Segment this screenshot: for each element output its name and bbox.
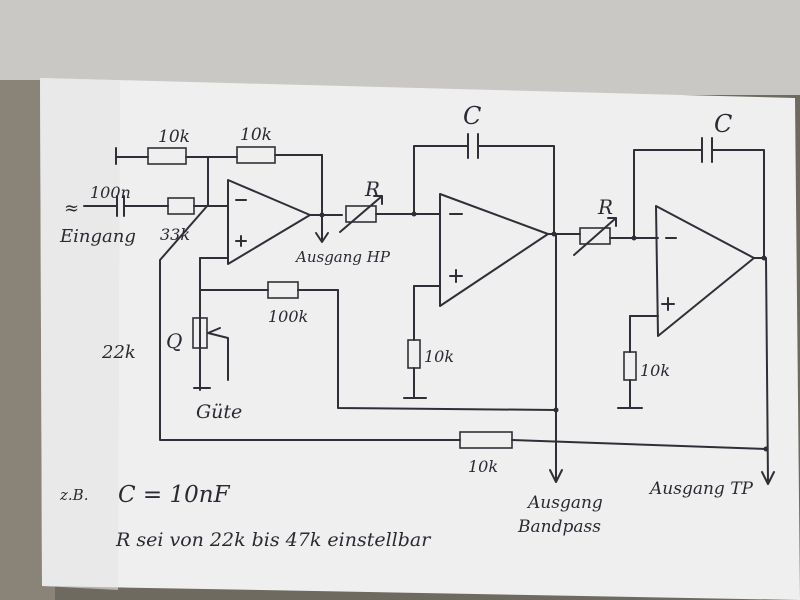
circuit: ≈ xyxy=(64,133,775,485)
note-resistor-range: R sei von 22k bis 47k einstellbar xyxy=(115,529,432,551)
label-33k: 33k xyxy=(160,225,190,244)
label-output-bandpass-2: Bandpass xyxy=(517,517,601,537)
label-output-bandpass-1: Ausgang xyxy=(526,493,603,513)
label-r2: R xyxy=(597,195,613,219)
label-10k-ground-1: 10k xyxy=(424,347,454,366)
label-output-tp: Ausgang TP xyxy=(648,479,754,499)
note-capacitor: C = 10nF xyxy=(118,482,231,508)
note-prefix: z.B. xyxy=(59,486,88,504)
label-10k-bottom: 10k xyxy=(468,457,498,476)
svg-text:≈: ≈ xyxy=(64,198,79,219)
label-output-hp: Ausgang HP xyxy=(294,248,391,266)
label-q: Q xyxy=(166,329,182,353)
label-input: Eingang xyxy=(59,226,136,247)
label-10k-input: 10k xyxy=(158,127,190,147)
label-guete: Güte xyxy=(196,401,242,423)
label-22k: 22k xyxy=(101,342,136,363)
variable-resistor-r2 xyxy=(579,227,611,245)
label-c2: C xyxy=(714,110,732,138)
opamp-3 xyxy=(655,205,755,337)
background-sheet xyxy=(0,0,800,95)
label-r1: R xyxy=(364,177,380,201)
label-10k-ground-2: 10k xyxy=(640,361,670,380)
label-100k: 100k xyxy=(268,307,308,326)
paper-shade xyxy=(40,78,120,590)
label-100n: 100n xyxy=(90,183,131,202)
opamp-1 xyxy=(227,179,311,265)
opamp-2 xyxy=(439,193,549,307)
label-c1: C xyxy=(463,102,481,130)
label-10k-feedback: 10k xyxy=(240,125,272,145)
paper-sheet xyxy=(40,78,800,600)
